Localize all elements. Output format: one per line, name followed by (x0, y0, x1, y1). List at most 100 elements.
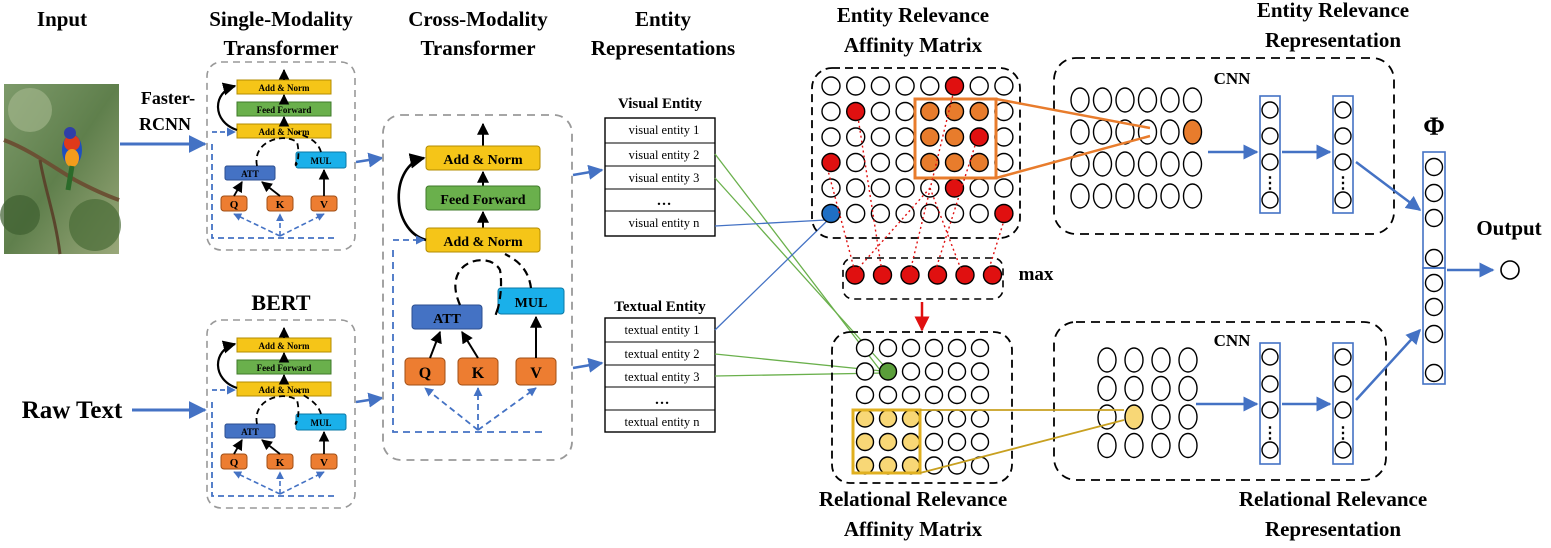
rrm-node (947, 432, 967, 452)
erm-node (870, 101, 891, 122)
erm-node (895, 101, 915, 122)
rrr-cnn-label: CNN (1214, 331, 1252, 350)
erm-node (994, 203, 1014, 224)
erm-node (846, 178, 866, 198)
err-node (1092, 183, 1113, 209)
svg-text:⋮: ⋮ (1335, 175, 1351, 192)
err-node (1115, 87, 1135, 113)
single-modality-transformer: Add & Norm Feed Forward Add & Norm ATT M… (206, 61, 356, 251)
erm-node (994, 101, 1014, 122)
cmt-v-text: V (530, 365, 542, 382)
input-image (0, 84, 121, 255)
erm-node (846, 101, 866, 122)
relational-relevance-affinity-matrix (831, 331, 1013, 484)
rrm-node (901, 409, 921, 428)
phi-node (1424, 183, 1444, 203)
err-node (1070, 119, 1090, 145)
err-node (1160, 87, 1180, 113)
rrm-node (924, 409, 944, 428)
rrm-node (855, 432, 875, 452)
err-node (1092, 87, 1113, 113)
err-node (1137, 87, 1158, 113)
rrm-node (970, 432, 990, 452)
erm-node (870, 152, 891, 173)
erm-node (994, 127, 1014, 147)
erm-node (969, 178, 989, 198)
max-node (982, 265, 1003, 285)
rrr-node (1178, 404, 1198, 430)
rrr-node (1151, 375, 1171, 402)
rrm-node (901, 432, 921, 452)
visual-entity-ellipsis: … (657, 193, 672, 209)
rrr-cnn-column-2: ⋮ (1332, 342, 1354, 465)
q-text: Q (230, 199, 239, 211)
heading-erm-2: Affinity Matrix (844, 33, 983, 57)
phi-node (1424, 248, 1444, 268)
heading-err: Entity Relevance (1257, 0, 1409, 22)
bert-to-cmt-arrow (355, 392, 384, 408)
rrr-node (1151, 404, 1171, 430)
rrm-node (878, 432, 898, 452)
add-norm-text-2: Add & Norm (259, 127, 311, 137)
cmt-to-textual-arrow (572, 357, 604, 373)
bert-transformer: Add & Norm Feed Forward Add & Norm ATT M… (206, 319, 356, 509)
rrm-node (947, 385, 967, 405)
heading-rrm-2: Affinity Matrix (844, 517, 983, 541)
erm-node (969, 101, 989, 122)
err-node (1160, 151, 1180, 177)
rrm-node (878, 385, 898, 405)
heading-err-2: Representation (1265, 28, 1401, 52)
erm-node (870, 76, 891, 96)
erm-node (969, 203, 989, 224)
rrr-node (1178, 347, 1198, 373)
erm-node (846, 203, 866, 224)
cmt-att-block (411, 304, 483, 330)
cmt-k-text: K (472, 365, 485, 382)
erm-node (944, 178, 965, 198)
erm-node (870, 178, 891, 198)
phi-node (1424, 324, 1444, 344)
visual-entity-1: visual entity 1 (629, 123, 700, 137)
textual-entity-1: textual entity 1 (625, 323, 700, 337)
erm-node (895, 203, 915, 224)
erm-node (821, 203, 841, 224)
err-node (1182, 87, 1203, 113)
att-block (224, 423, 276, 439)
raw-text-label: Raw Text (22, 397, 123, 424)
erm-node (895, 178, 915, 198)
entity-connection-lines (714, 153, 887, 377)
err-cnn-column-2: ⋮ (1332, 95, 1354, 214)
feed-forward-text: Feed Forward (257, 363, 312, 373)
err-node (1092, 151, 1113, 177)
erm-node (846, 76, 866, 96)
rrr-node (1178, 375, 1198, 402)
phi-node (1424, 273, 1444, 293)
rrm-node (970, 362, 990, 381)
heading-single-modality-2: Transformer (223, 36, 338, 60)
cmt-q-block (404, 357, 446, 386)
rrm-node (901, 385, 921, 405)
erm-node (895, 76, 915, 96)
max-node (927, 265, 948, 285)
rrm-node (878, 409, 898, 428)
yellow-projection (919, 409, 1125, 474)
heading-rrr: Relational Relevance (1239, 487, 1427, 511)
erm-highlight-box (913, 97, 998, 180)
err-node (1182, 183, 1203, 209)
feed-forward-text: Feed Forward (257, 105, 312, 115)
smt-to-cmt-arrow (355, 152, 384, 168)
rrm-node (924, 385, 944, 405)
erm-node (920, 76, 940, 96)
erm-node (821, 76, 841, 96)
heading-cross-modality-2: Transformer (420, 36, 535, 60)
svg-text:⋮: ⋮ (1262, 175, 1278, 192)
rrr-node (1178, 432, 1198, 459)
visual-entity-list: Visual Entity visual entity 1 visual ent… (604, 96, 716, 237)
err-to-phi-arrow (1355, 161, 1422, 211)
phi-concat-vector (1422, 151, 1446, 385)
add-norm-text: Add & Norm (259, 341, 311, 351)
heading-single-modality: Single-Modality (209, 7, 353, 31)
rrr-node (1124, 404, 1144, 430)
erm-node (944, 127, 965, 147)
err-node (1070, 151, 1090, 177)
